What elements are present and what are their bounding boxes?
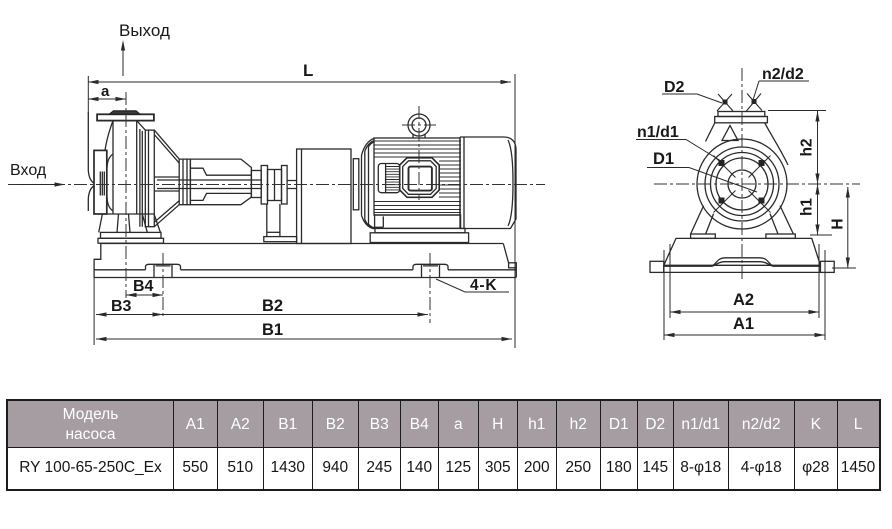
svg-text:L: L (303, 61, 313, 80)
svg-text:Выход: Выход (119, 21, 170, 40)
svg-text:D1: D1 (653, 150, 674, 168)
svg-text:B1: B1 (262, 321, 283, 339)
svg-text:n2/d2: n2/d2 (762, 66, 804, 83)
svg-text:h2: h2 (799, 138, 816, 156)
svg-text:A2: A2 (733, 291, 754, 309)
svg-text:D2: D2 (664, 79, 685, 96)
svg-text:B4: B4 (133, 278, 154, 295)
svg-text:A1: A1 (733, 315, 754, 333)
svg-text:Вход: Вход (10, 162, 47, 179)
svg-text:H: H (830, 218, 847, 229)
svg-text:a: a (101, 83, 110, 100)
svg-text:4-K: 4-K (470, 277, 497, 294)
svg-text:B2: B2 (262, 297, 283, 315)
svg-text:n1/d1: n1/d1 (637, 124, 679, 141)
svg-text:h1: h1 (799, 198, 816, 216)
svg-text:B3: B3 (111, 298, 132, 315)
